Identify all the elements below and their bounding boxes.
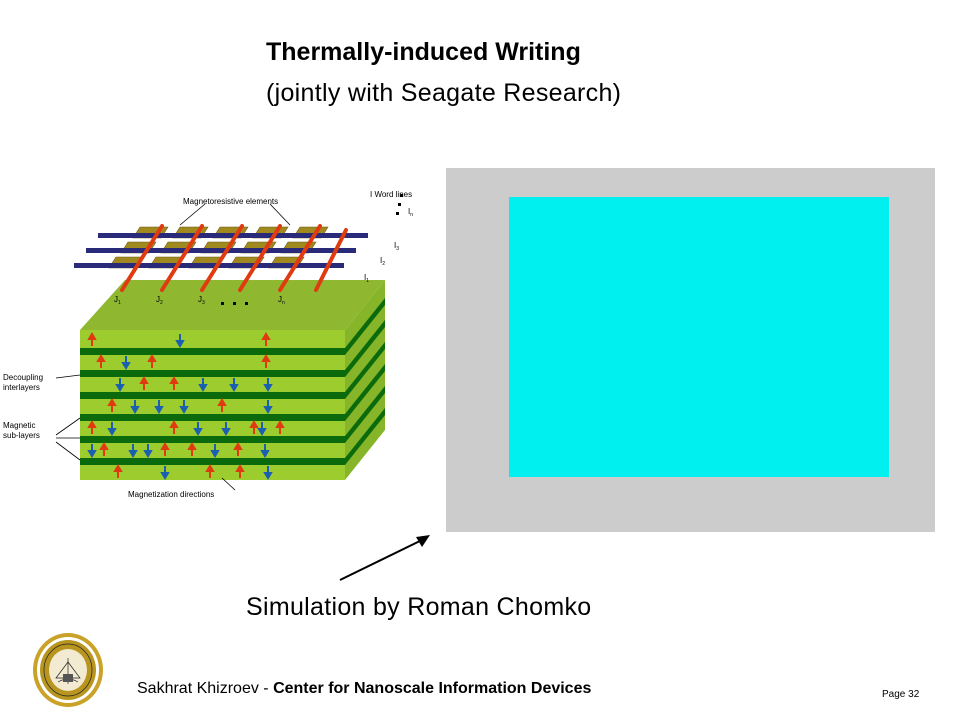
label-magnetic-2: sub-layers xyxy=(3,431,40,440)
footer-author: Sakhrat Khizroev xyxy=(137,680,259,697)
footer-separator: - xyxy=(258,680,274,697)
leader-lines xyxy=(55,203,291,491)
footer-org: Center for Nanoscale Information Devices xyxy=(273,680,592,697)
cube-top-face xyxy=(80,280,385,330)
label-current-n: In xyxy=(408,207,413,218)
simulation-caption: Simulation by Roman Chomko xyxy=(246,593,592,621)
simulation-area xyxy=(509,197,889,477)
label-current-1: I1 xyxy=(364,273,369,284)
label-decoupling-1: Decoupling xyxy=(3,373,43,382)
pointer-arrow xyxy=(339,535,430,581)
slide-title: Thermally-induced Writing xyxy=(266,38,581,66)
simulation-frame xyxy=(446,168,935,532)
label-column-n: Jn xyxy=(278,295,285,306)
footer: Sakhrat Khizroev - Center for Nanoscale … xyxy=(137,680,591,698)
page-number: Page 32 xyxy=(882,689,920,700)
label-column-3: J3 xyxy=(198,295,205,306)
word-lines xyxy=(74,233,368,268)
label-current-2: I2 xyxy=(380,256,385,267)
label-word-lines: I Word lines xyxy=(370,190,412,199)
magnetization-arrows xyxy=(87,332,285,480)
interlayers xyxy=(80,298,385,465)
university-seal-icon xyxy=(33,633,103,707)
label-magnetoresistive: Magnetoresistive elements xyxy=(183,197,278,206)
label-decoupling-2: interlayers xyxy=(3,383,40,392)
label-magnetization: Magnetization directions xyxy=(128,490,214,499)
slide-subtitle: (jointly with Seagate Research) xyxy=(266,79,622,107)
label-column-2: J2 xyxy=(156,295,163,306)
label-magnetic-1: Magnetic xyxy=(3,421,35,430)
ellipsis-dots xyxy=(221,194,403,305)
layered-memory-diagram: Magnetoresistive elements I Word lines D… xyxy=(3,190,413,499)
label-current-3: I3 xyxy=(394,241,399,252)
label-column-1: J1 xyxy=(114,295,121,306)
bit-lines xyxy=(120,224,348,292)
